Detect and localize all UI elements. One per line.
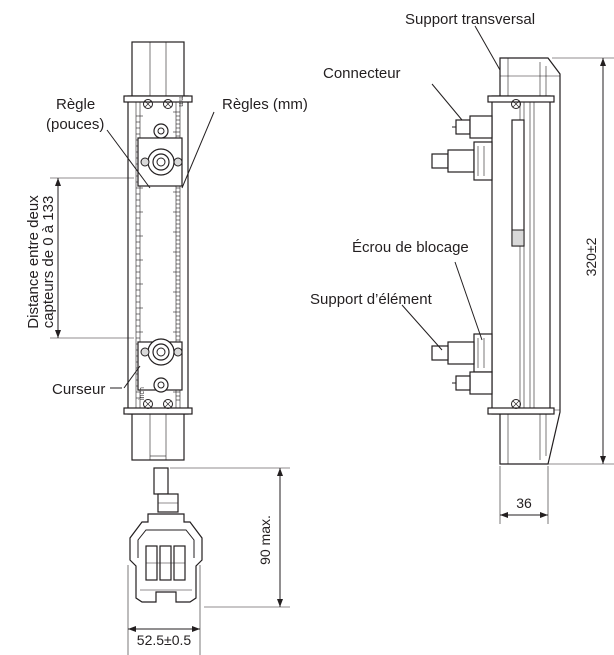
upper-connector	[431, 115, 493, 181]
front-view: mm inch	[50, 41, 193, 461]
width-dimension: 36	[516, 495, 532, 511]
callout-labels: Règle (pouces) Règles (mm) Distance entr…	[25, 11, 535, 398]
lower-sensor-head	[137, 338, 183, 393]
leader-lines	[106, 25, 501, 389]
upper-sensor-head	[137, 123, 183, 187]
lower-connector	[431, 333, 493, 395]
inch-scale-mark: inch	[139, 387, 146, 400]
element-holder-label: Support d’élément	[310, 291, 433, 308]
length-dimension: 320±2	[583, 237, 599, 276]
height-dimension: 90 max.	[257, 515, 273, 565]
distance-label-line2: capteurs de 0 à 133	[40, 196, 57, 329]
ruler-mm-label: Règles (mm)	[222, 96, 308, 113]
ruler-inch-label-line1: Règle	[56, 96, 95, 113]
lock-nut-label: Écrou de blocage	[352, 239, 469, 256]
transversal-support-label: Support transversal	[405, 11, 535, 28]
distance-label-line1: Distance entre deux	[25, 195, 42, 329]
side-view	[431, 57, 614, 524]
mm-scale-mark: mm	[177, 95, 184, 107]
cursor-label: Curseur	[52, 381, 105, 398]
connector-label: Connecteur	[323, 65, 401, 82]
screw-icon	[143, 99, 173, 409]
dimension-labels: 320±2 36 90 max. 52.5±0.5	[137, 237, 599, 648]
end-view	[127, 467, 290, 655]
base-width-dimension: 52.5±0.5	[137, 632, 192, 648]
ruler-inch-label-line2: (pouces)	[46, 116, 104, 133]
